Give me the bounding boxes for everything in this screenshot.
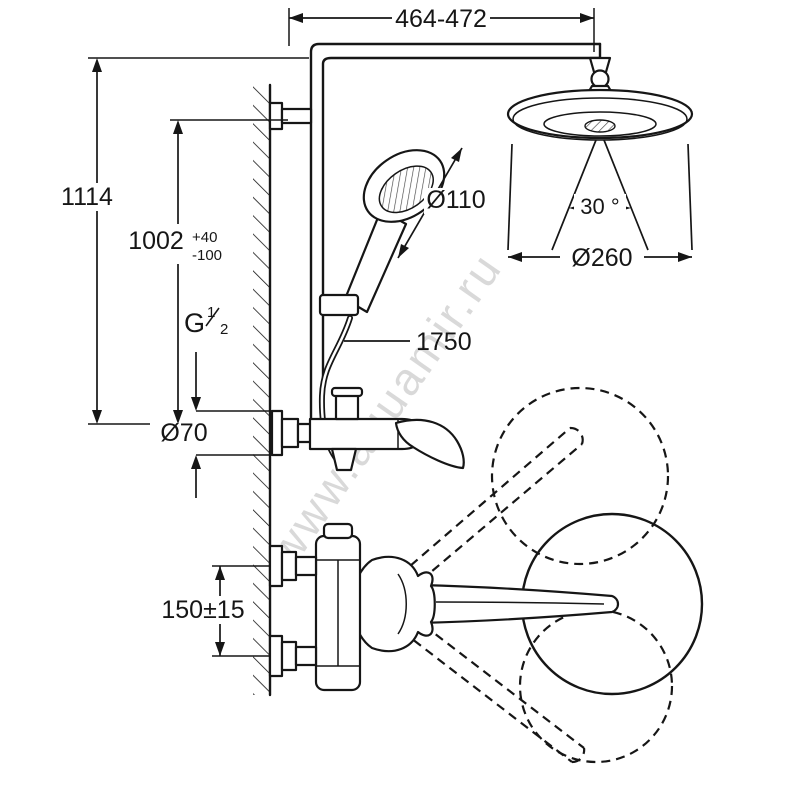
mixer-lever (394, 418, 465, 470)
spray-face (543, 111, 657, 137)
riser-pipe (309, 42, 602, 421)
head-shower (506, 56, 694, 141)
dim-top-width-label: 464-472 (395, 5, 487, 33)
spray-hub (584, 119, 616, 133)
dim-riser-height-label: 1002 (128, 227, 184, 255)
watermark-text: www.aquamir.ru (257, 243, 512, 576)
wall (253, 83, 272, 697)
dim-escutcheon: Ø70 (160, 352, 272, 498)
hand-shower-holder (318, 293, 360, 317)
dim-outlet-spacing: 150±15 (154, 565, 270, 657)
spout-escutcheon (350, 555, 436, 653)
spout-arm (418, 583, 620, 625)
dim-hose-length-label: 1750 (416, 328, 472, 356)
dim-riser-tol-minus: -100 (192, 247, 222, 264)
thread-g: G (184, 308, 205, 338)
head-shower-rim (506, 88, 694, 140)
thread-numerator: 1 (207, 304, 215, 321)
dim-escutcheon-label: Ø70 (160, 419, 207, 447)
dim-head-shower: Ø260 (508, 244, 692, 272)
dim-spray-angle: 30 ° (569, 194, 631, 219)
dim-hose-length: 1750 (344, 328, 472, 356)
spout-wall-connection-bottom (268, 634, 318, 678)
dim-total-height: 1114 (54, 57, 309, 425)
dim-hand-shower-label: Ø110 (426, 186, 485, 214)
hand-shower-face (378, 165, 434, 214)
dim-riser-tol-plus: +40 (192, 229, 217, 246)
thread-denominator: 2 (220, 321, 228, 338)
dim-total-height-label: 1114 (61, 183, 113, 211)
dim-head-shower-label: Ø260 (571, 244, 632, 272)
bath-spout-assembly (268, 522, 620, 692)
dim-outlet-spacing-label: 150±15 (161, 596, 244, 624)
mixer-escutcheon (270, 409, 284, 457)
wall-bracket (268, 101, 313, 131)
dim-spray-angle-label: 30 ° (580, 194, 619, 219)
mixer (270, 386, 465, 472)
diverter-knob (334, 392, 360, 421)
dim-riser-height: 1002 +40 -100 (124, 119, 288, 424)
spout-top-cap (322, 522, 354, 540)
hose-outlet (330, 447, 358, 472)
dim-hand-shower: Ø110 (397, 147, 488, 259)
thread-size-label: G 1 2 (184, 304, 228, 338)
dim-top-width: 464-472 (288, 4, 595, 52)
